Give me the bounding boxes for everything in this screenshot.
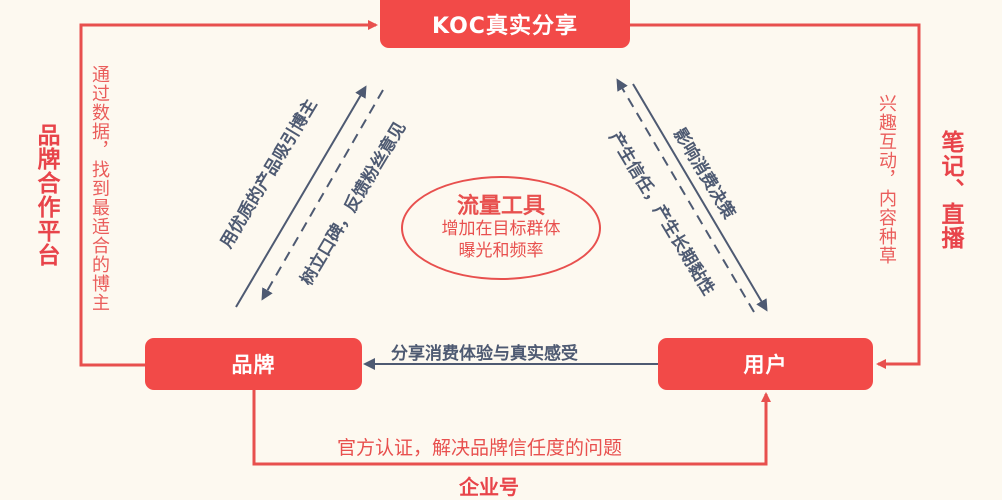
official-cert-text: 官方认证，解决品牌信任度的问题 — [337, 437, 623, 459]
brand-platform-description: 通过数据，找到最适合的博主 — [89, 65, 110, 312]
koc-share-label: KOC真实分享 — [432, 14, 578, 39]
traffic-tool-ellipse: 流量工具 增加在目标群体 曝光和频率 — [401, 176, 601, 280]
share-experience-text: 分享消费体验与真实感受 — [391, 344, 578, 364]
traffic-tool-title: 流量工具 — [456, 194, 545, 220]
user-node: 用户 — [658, 338, 873, 390]
brand-label: 品牌 — [231, 353, 276, 377]
enterprise-account-line — [252, 390, 771, 466]
influence-decision-arrow — [632, 83, 768, 312]
notes-live-description: 兴趣互动，内容种草 — [876, 94, 897, 265]
user-label: 用户 — [743, 353, 788, 377]
brand-node: 品牌 — [145, 338, 362, 390]
trust-dashed-arrow — [616, 78, 755, 313]
brand-platform-line — [79, 20, 378, 367]
traffic-tool-line-2: 曝光和频率 — [458, 240, 544, 261]
koc-share-node: KOC真实分享 — [380, 0, 630, 48]
attract-bloggers-arrow — [235, 85, 367, 308]
feedback-dashed-arrow — [261, 89, 384, 301]
notes-live-line — [630, 23, 921, 369]
traffic-tool-line-1: 增加在目标群体 — [441, 219, 561, 240]
brand-platform-label: 品牌合作平台 — [33, 123, 59, 267]
enterprise-account-label: 企业号 — [459, 475, 519, 499]
notes-live-label: 笔记、直播 — [937, 130, 963, 250]
